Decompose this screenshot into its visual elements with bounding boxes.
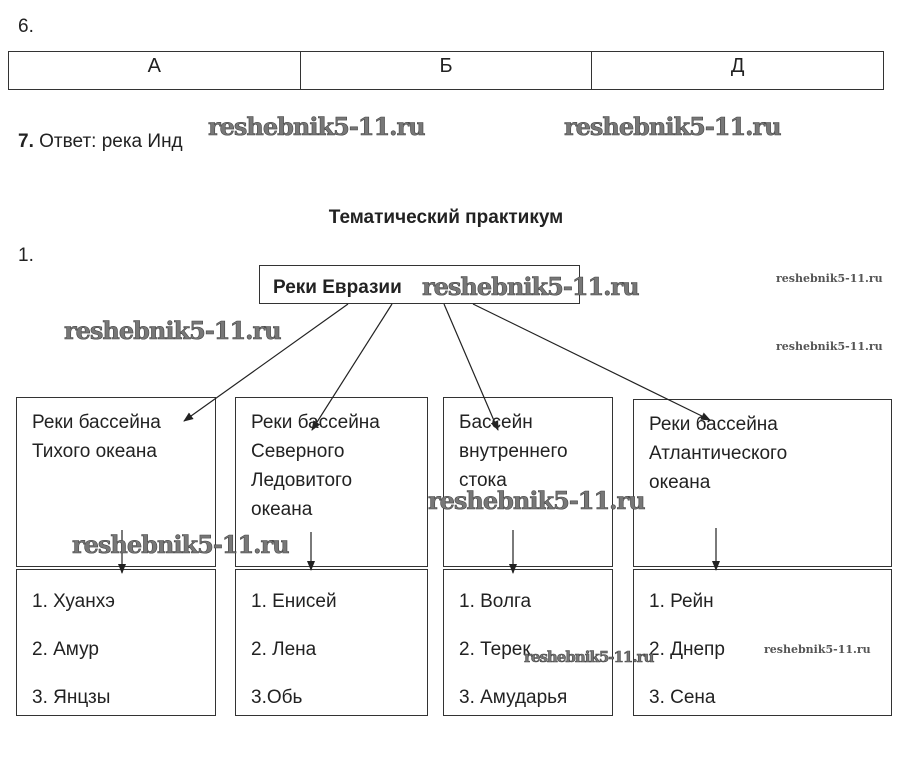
basin-title: Реки бассейна Тихого океана [32, 408, 161, 466]
question-1-number: 1. [18, 245, 34, 266]
title-line: Тихого океана [32, 441, 157, 462]
watermark: reshebnik5-11.ru [776, 340, 883, 353]
list-item: 2. Терек [459, 639, 531, 660]
arrow-to-atlantic [472, 303, 711, 421]
title-line: океана [251, 499, 313, 520]
title-line: Северного [251, 441, 345, 462]
answer-table-6: А Б Д [8, 51, 884, 90]
watermark: reshebnik5-11.ru [524, 648, 655, 667]
watermark: reshebnik5-11.ru [776, 272, 883, 285]
list-item: 3. Амударья [459, 687, 568, 708]
question-7-number: 7. [18, 131, 34, 152]
title-line: Ледовитого [251, 470, 353, 491]
list-item: 3. Янцзы [32, 687, 111, 708]
river-list-pacific: 1. Хуанхэ 2. Амур 3. Янцзы [16, 569, 216, 716]
watermark: reshebnik5-11.ru [564, 112, 782, 142]
watermark: reshebnik5-11.ru [764, 643, 871, 656]
title-line: стока [459, 470, 507, 491]
list-item: 1. Хуанхэ [32, 591, 115, 612]
river-list-internal: 1. Волга 2. Терек 3. Амударья [443, 569, 613, 716]
root-label: Реки Евразии [273, 277, 402, 298]
river-list-atlantic: 1. Рейн 2. Днепр 3. Сена [633, 569, 892, 716]
list-item: 1. Волга [459, 591, 532, 612]
title-line: внутреннего [459, 441, 568, 462]
list-item: 3.Обь [251, 687, 303, 708]
arrow-to-internal [443, 303, 499, 431]
basin-title: Реки бассейна Атлантического океана [649, 410, 787, 497]
table-cell: Д [730, 55, 745, 77]
watermark: reshebnik5-11.ru [64, 316, 282, 346]
list-item: 2. Амур [32, 639, 99, 660]
question-7-answer: Ответ: река Инд [39, 131, 183, 152]
list-item: 3. Сена [649, 687, 716, 708]
arrow-to-arctic [311, 303, 393, 431]
watermark: reshebnik5-11.ru [428, 486, 646, 516]
list-item: 2. Днепр [649, 639, 725, 660]
question-6-number: 6. [18, 16, 34, 37]
section-title: Тематический практикум [328, 207, 564, 228]
list-item: 1. Рейн [649, 591, 714, 612]
title-line: Реки бассейна [649, 414, 778, 435]
arrow-to-pacific [183, 303, 349, 422]
basin-box-pacific: Реки бассейна Тихого океана [16, 397, 216, 567]
watermark: reshebnik5-11.ru [208, 112, 426, 142]
river-list-arctic: 1. Енисей 2. Лена 3.Обь [235, 569, 428, 716]
question-7: 7. Ответ: река Инд [18, 132, 183, 151]
title-line: океана [649, 472, 711, 493]
watermark: reshebnik5-11.ru [72, 530, 290, 560]
title-line: Реки бассейна [32, 412, 161, 433]
list-item: 2. Лена [251, 639, 317, 660]
table-cell: А [9, 52, 301, 89]
title-line: Атлантического [649, 443, 788, 464]
basin-box-atlantic: Реки бассейна Атлантического океана [633, 399, 892, 567]
table-cell: Б [301, 52, 593, 89]
list-item: 1. Енисей [251, 591, 337, 612]
watermark: reshebnik5-11.ru [422, 272, 640, 302]
root-box: Реки Евразии [259, 265, 580, 304]
